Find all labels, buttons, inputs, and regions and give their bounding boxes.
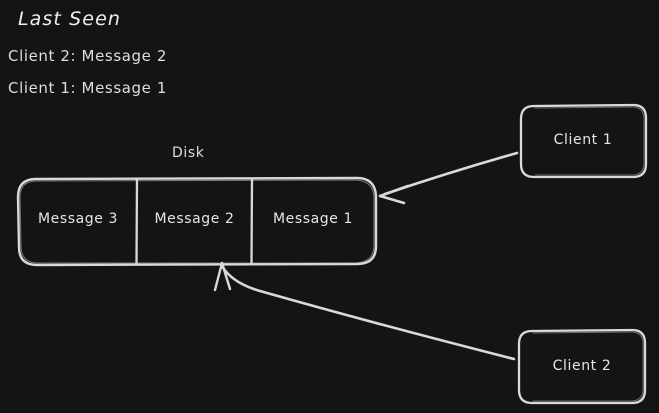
disk-cell-message-1-label: Message 1 (272, 211, 354, 227)
client-1-label: Client 1 (553, 132, 613, 148)
disk-label: Disk (172, 145, 205, 161)
client-1-node-shape[interactable] (519, 103, 648, 179)
disk-cell-divider-1 (135, 177, 139, 266)
client-2-label: Client 2 (552, 358, 612, 374)
client-2-node-shape[interactable] (517, 328, 647, 405)
disk-cell-divider-2 (250, 177, 254, 266)
last-seen-title: Last Seen (18, 8, 121, 30)
arrow-client-1-to-message-1 (378, 151, 519, 205)
last-seen-entry-client-2: Client 2: Message 2 (8, 47, 168, 65)
disk-cell-message-2-label: Message 2 (154, 211, 235, 227)
last-seen-entry-client-1: Client 1: Message 1 (8, 79, 168, 97)
disk-container-shape (16, 176, 378, 267)
arrow-client-2-to-message-2 (213, 261, 516, 361)
disk-cell-message-3-label: Message 3 (37, 211, 119, 227)
